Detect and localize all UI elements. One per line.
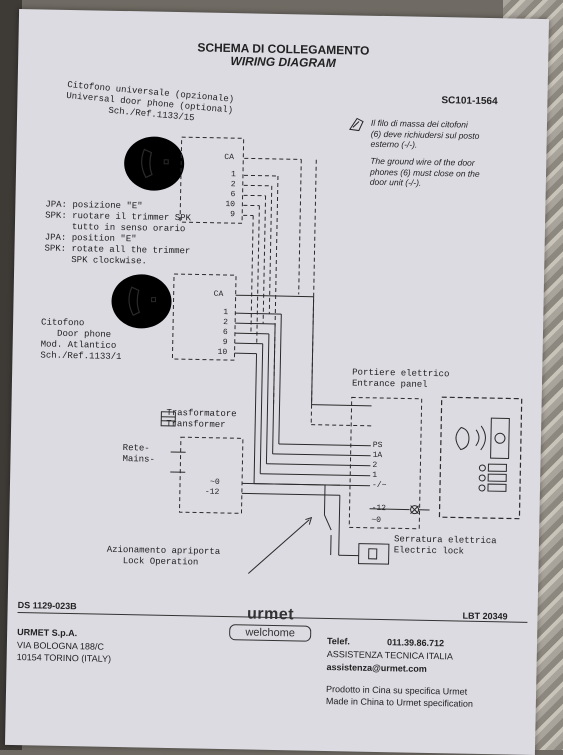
transformer-box <box>179 437 242 513</box>
phone1-terminal-6: 6 <box>231 190 236 199</box>
phone2-handset-icon <box>111 274 172 329</box>
tel-number: 011.39.86.712 <box>387 636 444 649</box>
entrance-terminal-2: 2 <box>372 461 377 470</box>
electric-lock-icon <box>359 544 389 565</box>
phone2-terminal-10: 10 <box>217 348 227 357</box>
doc-code: DS 1129-023B <box>18 599 77 612</box>
speaker-face-icon <box>456 427 469 449</box>
phone1-terminal-ca: CA <box>224 153 234 162</box>
call-button-icon <box>488 464 506 471</box>
entrance-terminal-0: ~0 <box>371 516 381 525</box>
entrance-terminal-ground: -/~ <box>372 481 387 490</box>
logo-bottom-text: welchome <box>229 624 311 642</box>
assistance-email: assistenza@urmet.com <box>326 661 427 675</box>
entrance-terminal-1a: 1A <box>373 451 383 460</box>
transformer-terminal-0: ~0 <box>210 478 220 487</box>
phone1-terminal-9: 9 <box>230 210 235 219</box>
phone1-handset-icon <box>124 136 185 191</box>
company-name: URMET S.p.A. <box>17 626 77 639</box>
transformer-icon <box>161 412 175 426</box>
phone2-terminal-1: 1 <box>223 308 228 317</box>
entrance-panel-box <box>439 397 521 519</box>
wiring-diagram-sheet: SCHEMA DI COLLEGAMENTO WIRING DIAGRAM SC… <box>5 9 549 755</box>
phone2-terminal-2: 2 <box>223 318 228 327</box>
entrance-terminal-1: 1 <box>372 471 377 480</box>
phone1-terminal-10: 10 <box>225 200 235 209</box>
entrance-terminal-ps: PS <box>373 441 383 450</box>
transformer-terminal-12: -12 <box>205 488 220 497</box>
company-address: VIA BOLOGNA 188/C 10154 TORINO (ITALY) <box>17 639 112 665</box>
urmet-logo: urmet welchome <box>229 605 312 642</box>
phone2-terminal-9: 9 <box>223 338 228 347</box>
phone1-terminal-1: 1 <box>231 170 236 179</box>
lbt-code: LBT 20349 <box>462 610 507 623</box>
made-in-english: Made in China to Urmet specification <box>326 695 473 710</box>
entrance-terminal-12: -12 <box>372 504 387 513</box>
camera-module-icon <box>491 418 510 458</box>
phone2-terminal-6: 6 <box>223 328 228 337</box>
logo-top-text: urmet <box>229 605 311 625</box>
wiring-schematic <box>8 9 549 619</box>
tel-label: Telef. <box>327 635 350 647</box>
sound-waves-icon <box>476 426 486 450</box>
phone2-terminal-ca: CA <box>214 290 224 299</box>
assistance-label: ASSISTENZA TECNICA ITALIA <box>327 648 453 662</box>
phone1-terminal-2: 2 <box>231 180 236 189</box>
